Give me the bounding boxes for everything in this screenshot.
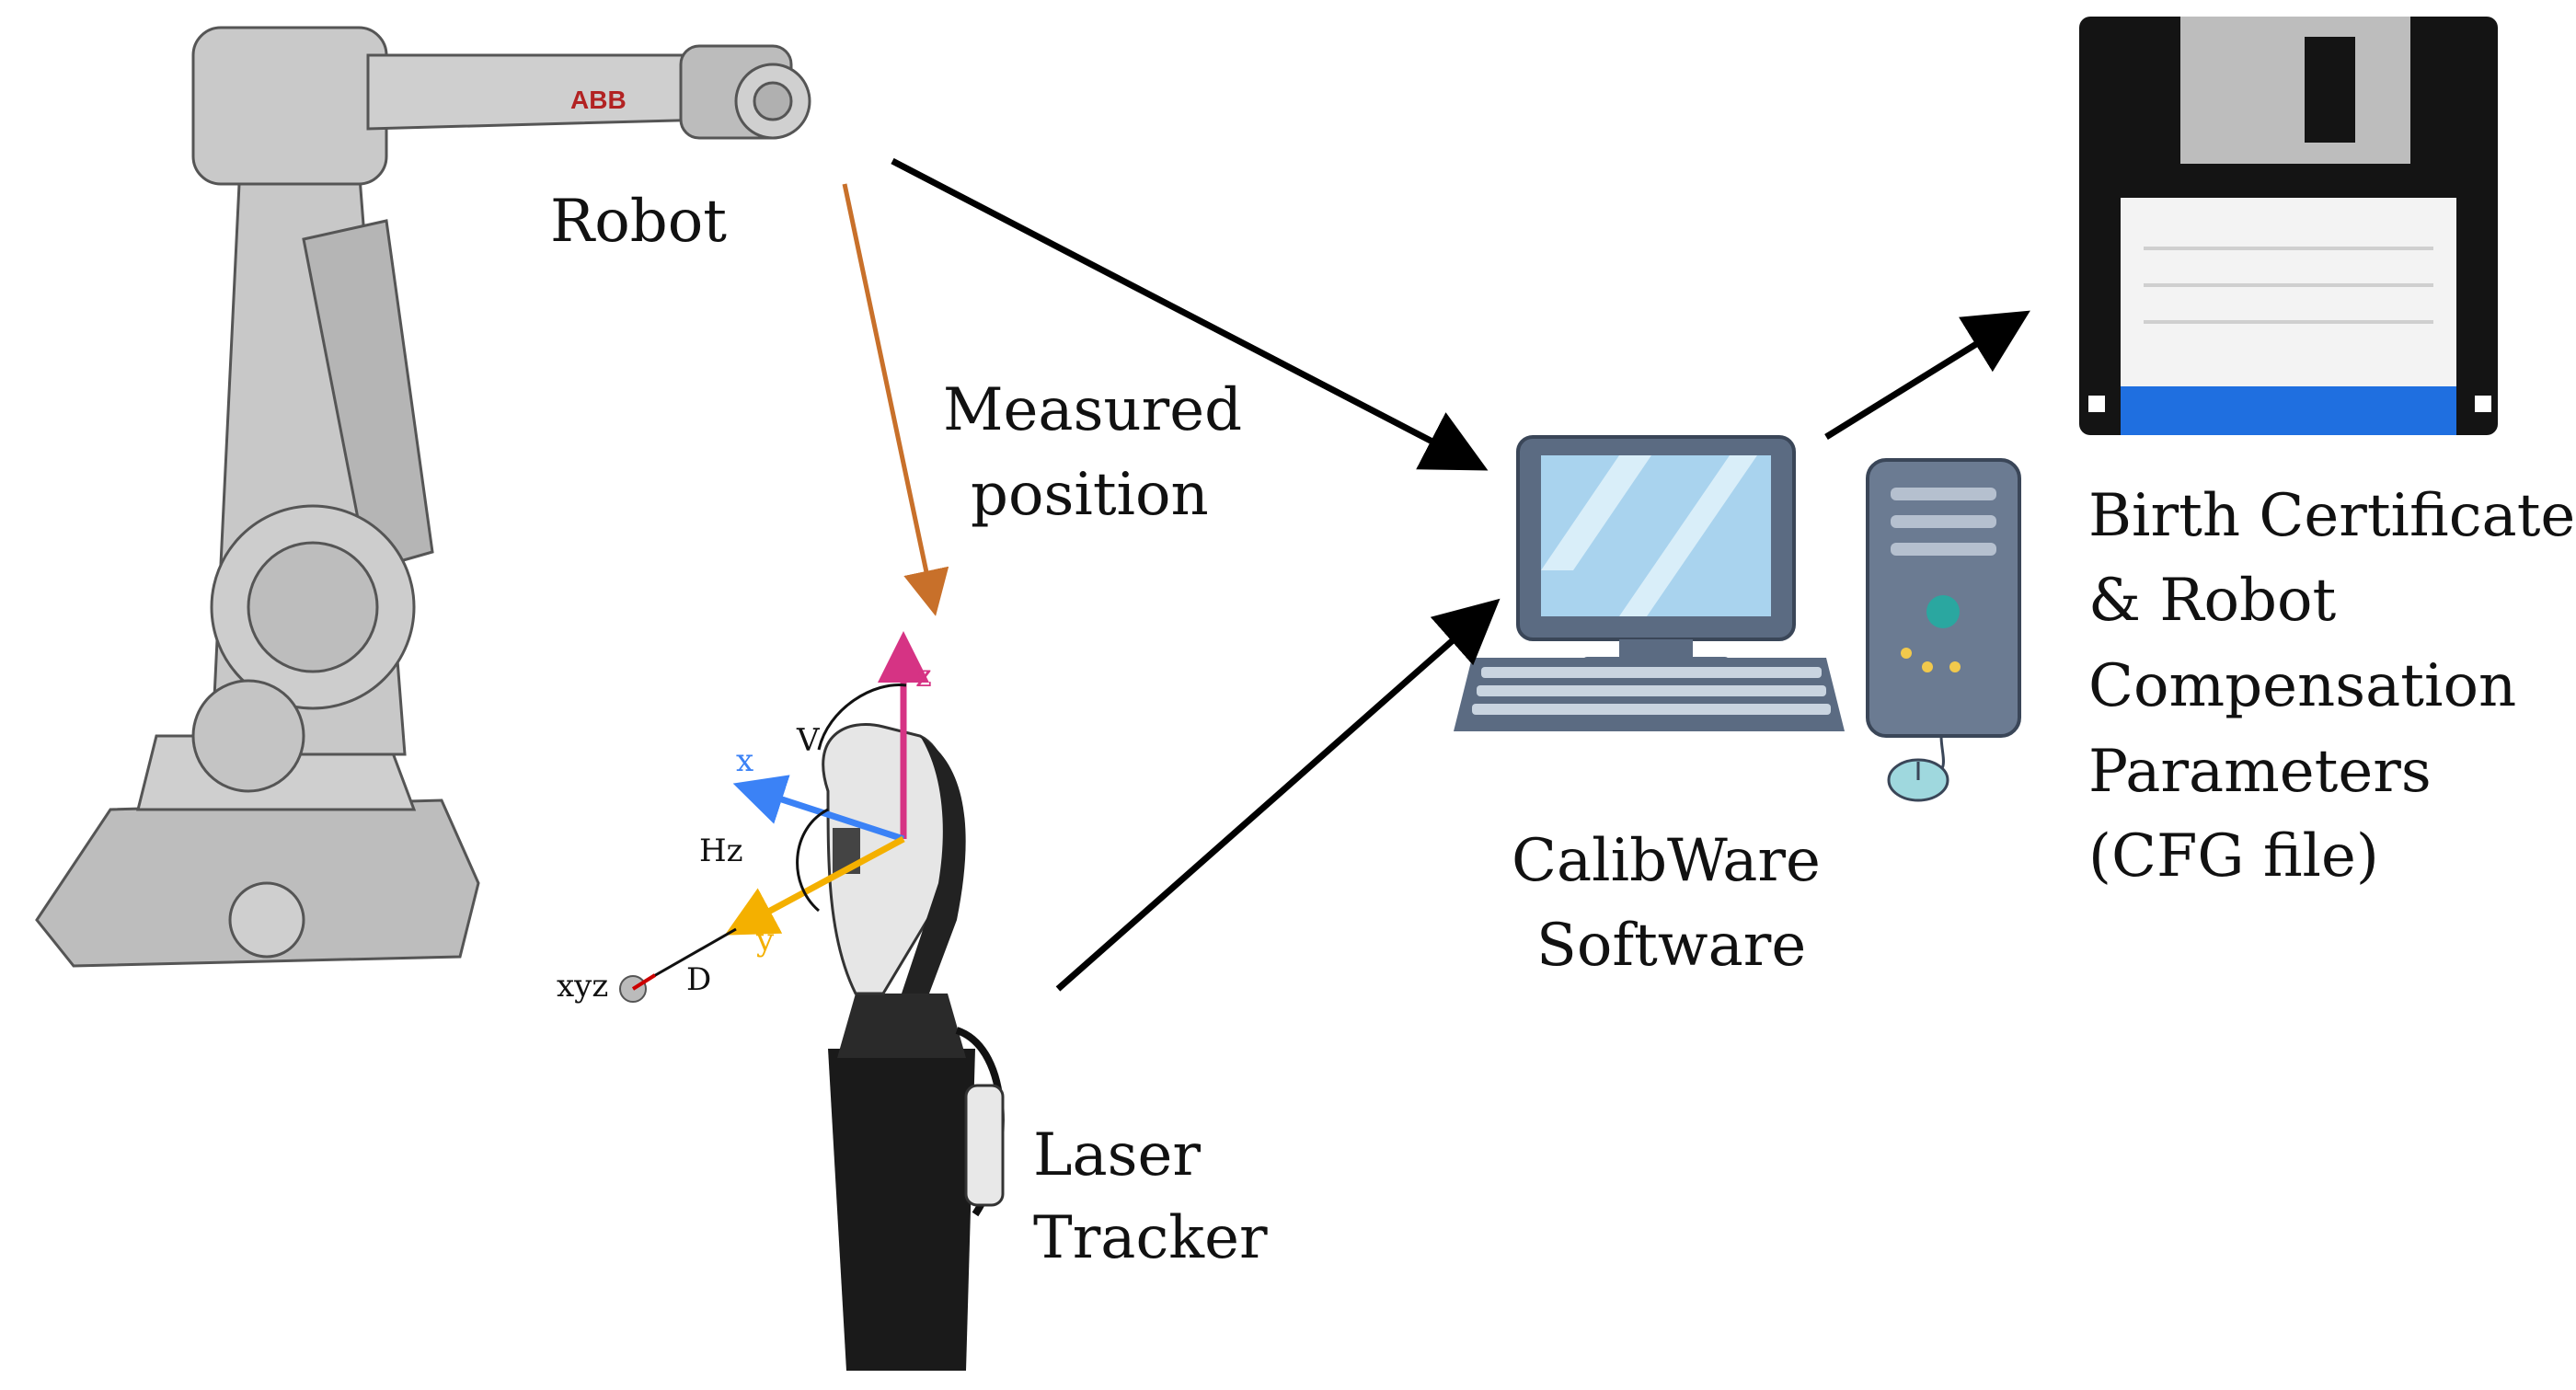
output-label-line2: & Robot [2088,567,2337,635]
measured-position-label-line1: Measured [943,376,1243,444]
hz-angle-label: Hz [699,833,743,869]
y-axis-label: y [756,922,775,959]
z-axis-label: z [915,658,932,695]
xyz-point-label: xyz [557,968,609,1005]
robot-label: Robot [550,188,727,256]
tracker-axes [619,631,929,1003]
floppy-disk-icon [2079,17,2498,435]
laser-tracker-label-line2: Tracker [1033,1204,1268,1272]
output-label-line5: (CFG file) [2088,822,2379,890]
output-label-line1: Birth Certificate [2088,482,2576,550]
robot-to-calibware-arrow [891,157,1489,471]
distance-line [638,927,737,986]
output-label-line3: Compensation [2088,652,2517,720]
robot-brand-logo: ABB [570,86,627,114]
tracker-to-calibware-arrow [1055,598,1501,992]
output-label-line4: Parameters [2088,738,2432,806]
laser-tracker-label-line1: Laser [1033,1121,1201,1189]
x-axis-arrow [732,775,905,843]
measured-position-arrow [842,183,949,616]
x-axis-label: x [736,742,754,779]
calibware-label-line2: Software [1536,912,1807,980]
distance-label: D [686,961,712,998]
computer-illustration [1454,435,2021,802]
v-angle-label: V [797,722,820,759]
robot-illustration [35,26,811,968]
v-angle-arc [817,683,907,751]
calibware-label-line1: CalibWare [1512,827,1821,895]
measured-position-label-line2: position [971,461,1209,529]
laser-tracker-illustration [822,723,1005,1371]
y-axis-arrow [724,835,905,936]
calibware-to-output-arrow [1824,310,2030,440]
hz-angle-arc [796,808,829,913]
